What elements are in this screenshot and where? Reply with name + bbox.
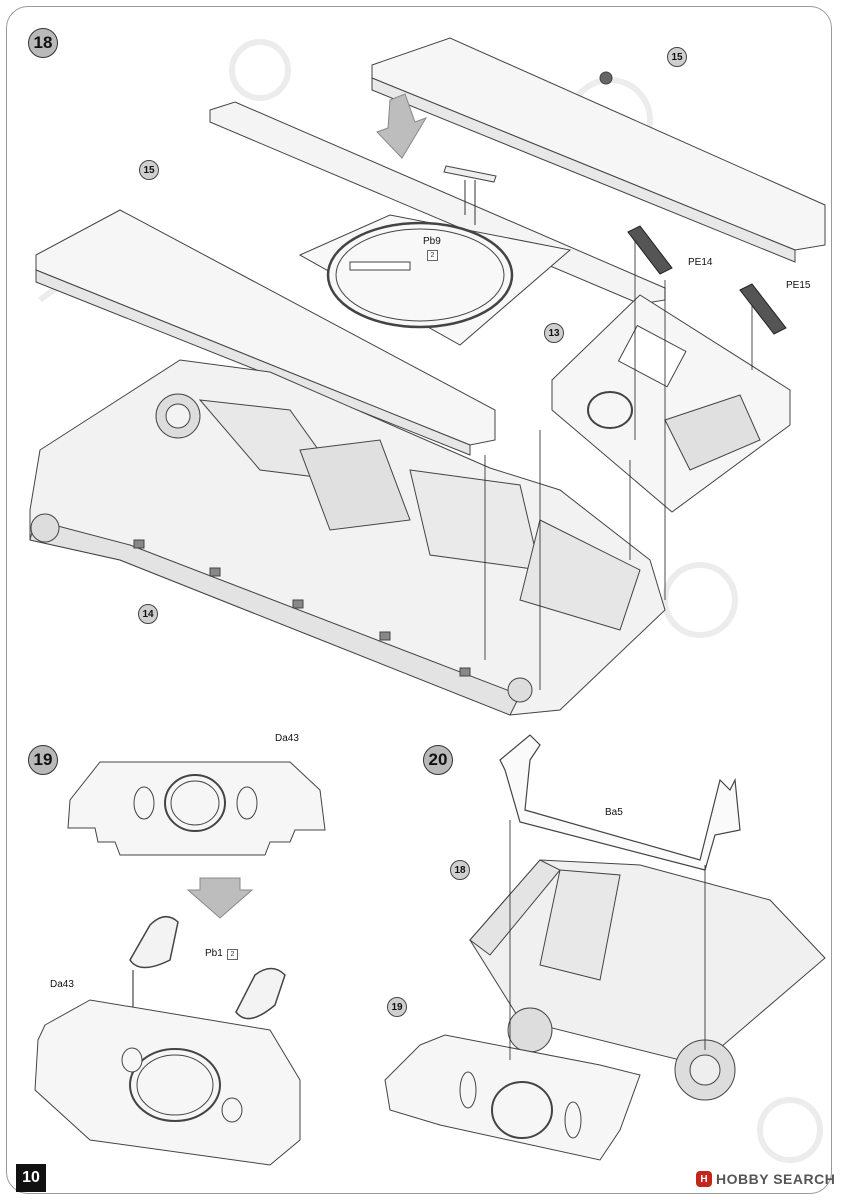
step-number-20: 20	[423, 745, 453, 775]
watermark: H HOBBY SEARCH	[696, 1171, 835, 1187]
label-pe15: PE15	[786, 280, 811, 291]
step20-hull	[469, 859, 826, 1101]
turret-ring-plate	[298, 214, 572, 346]
label-da43-top: Da43	[275, 733, 299, 744]
step-number-18: 18	[28, 28, 58, 58]
upper-rail-left	[35, 209, 496, 456]
callout-15-right: 15	[667, 47, 687, 67]
callout-19: 19	[387, 997, 407, 1017]
label-da43-bottom: Da43	[50, 979, 74, 990]
label-pb9: Pb9	[423, 236, 441, 247]
page-border	[6, 6, 832, 1194]
label-pb9-qty: 2	[427, 250, 438, 261]
step19-arrow	[186, 877, 254, 919]
step-number-19: 19	[28, 745, 58, 775]
down-arrow	[376, 93, 428, 159]
pe14-part	[627, 225, 673, 275]
ba5-bracket	[499, 734, 741, 871]
label-pb1-qty: 2	[227, 949, 238, 960]
page-number: 10	[16, 1164, 46, 1192]
lower-hull	[29, 359, 666, 716]
pe15-part	[739, 283, 787, 335]
step20-plate	[384, 1034, 641, 1161]
step19-plate-top	[67, 761, 326, 856]
label-ba5: Ba5	[605, 807, 623, 818]
upper-rail-right	[371, 37, 826, 263]
callout-18: 18	[450, 860, 470, 880]
callout-14: 14	[138, 604, 158, 624]
callout-13: 13	[544, 323, 564, 343]
step19-plate-bottom	[34, 999, 301, 1166]
callout-15-left: 15	[139, 160, 159, 180]
label-pb1: Pb1	[205, 948, 223, 959]
label-pe14: PE14	[688, 257, 713, 268]
rear-plate	[551, 294, 791, 513]
watermark-logo-icon: H	[696, 1171, 712, 1187]
watermark-text: HOBBY SEARCH	[716, 1171, 836, 1187]
